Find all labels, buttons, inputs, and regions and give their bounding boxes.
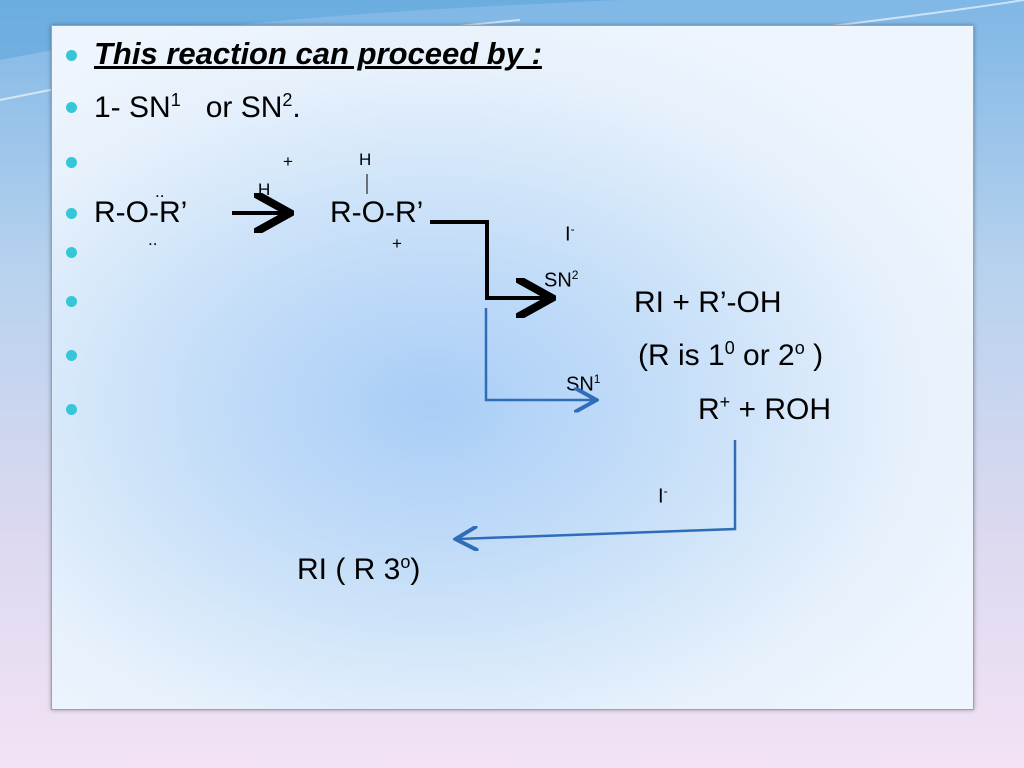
tertiary-prefix: RI ( R 3 — [297, 553, 401, 586]
bullet-1 — [66, 50, 77, 61]
oxonium-plus-label: + — [392, 234, 402, 253]
sn2-products: RI + R’-OH — [634, 286, 782, 319]
proton-plus-label: + — [283, 152, 293, 171]
sn1-label-sup: 1 — [593, 372, 601, 386]
note-sup1: 0 — [724, 338, 735, 358]
iodide-attack-arrow — [458, 440, 737, 539]
carbocation-charge: + — [719, 392, 731, 412]
iodide-2-charge: - — [663, 484, 668, 498]
tertiary-suffix: ) — [410, 553, 421, 586]
protonated-ether: R-O-R’ — [330, 196, 424, 229]
note-suffix: ) — [804, 339, 824, 372]
note-mid: or 2 — [734, 339, 795, 372]
bullet-7 — [66, 350, 77, 361]
attached-h-label: H — [359, 150, 372, 169]
slide-content-area — [51, 25, 974, 710]
mechanism-mid: or SN — [180, 91, 283, 124]
bullet-6 — [66, 296, 77, 307]
lone-pair-bottom: .. — [148, 230, 158, 249]
note-sup2: o — [794, 338, 805, 358]
bullet-2 — [66, 102, 77, 113]
bullet-4 — [66, 208, 77, 219]
iodide-label-1: I- — [565, 222, 575, 247]
carbocation-suffix: + ROH — [730, 393, 832, 426]
tertiary-product: RI ( R 3o) — [297, 552, 420, 587]
mechanism-line: 1- SN1 or SN2. — [94, 90, 301, 125]
sn2-superscript: 2 — [282, 90, 293, 110]
slide-title: This reaction can proceed by : — [94, 36, 542, 71]
iodide-2-base: I — [658, 485, 664, 508]
bullet-8 — [66, 404, 77, 415]
iodide-1-charge: - — [570, 222, 575, 236]
reactant-ether: R-O-R’ — [94, 196, 188, 229]
bullet-5 — [66, 247, 77, 258]
primary-secondary-note: (R is 10 or 2o ) — [638, 338, 823, 373]
carbocation-products: R+ + ROH — [698, 392, 831, 427]
carbocation-base: R — [698, 393, 720, 426]
tertiary-sup: o — [400, 552, 411, 572]
note-prefix: (R is 1 — [638, 339, 725, 372]
iodide-label-2: I- — [658, 484, 668, 509]
sn2-arrow — [430, 220, 548, 298]
bullet-3 — [66, 157, 77, 168]
sn1-superscript: 1 — [170, 90, 181, 110]
mechanism-suffix: . — [292, 91, 301, 124]
sn1-arrow — [484, 308, 594, 400]
mechanism-prefix: 1- SN — [94, 91, 171, 124]
sn2-label-sup: 2 — [571, 268, 579, 282]
iodide-1-base: I — [565, 223, 571, 246]
lone-pair-top: .. — [155, 182, 165, 201]
